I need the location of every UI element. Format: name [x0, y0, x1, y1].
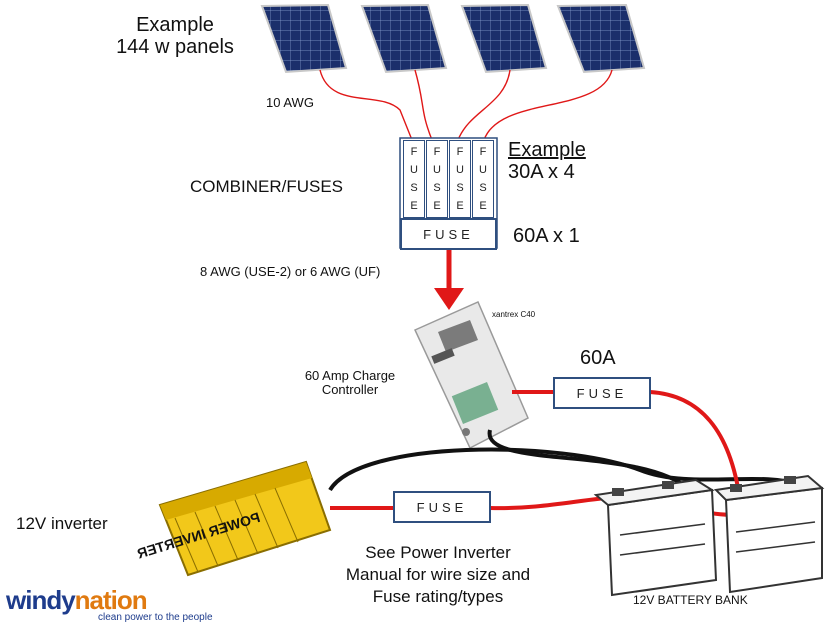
- example-fuse-label: Example 30A x 4: [508, 139, 586, 183]
- fuse-letter: U: [433, 164, 441, 176]
- fuse-letter: S: [456, 182, 464, 194]
- fuse-letter: E: [456, 200, 464, 212]
- combiner-label: COMBINER/FUSES: [190, 177, 344, 196]
- fuse-letter: E: [410, 200, 418, 212]
- battery-2: [713, 474, 825, 594]
- inverter-fuse: FUSE: [393, 491, 491, 523]
- example-panels-label: Example 144 w panels: [110, 14, 240, 58]
- controller-brand-label: xantrex C40: [492, 310, 536, 319]
- fuse-60a-x1-label: 60A x 1: [513, 225, 580, 247]
- battery-1: [593, 478, 718, 597]
- fuse-letter: E: [479, 200, 487, 212]
- negative-wires: [328, 429, 801, 492]
- wire-8awg-label: 8 AWG (USE-2) or 6 AWG (UF): [200, 264, 381, 279]
- example-fuse-line2: 30A x 4: [508, 161, 575, 183]
- solar-panel-1: [260, 3, 348, 74]
- combiner-fuse-1: F U S E: [403, 140, 425, 218]
- main-combiner-fuse: FUSE: [400, 218, 497, 250]
- fuse-letter: U: [410, 164, 418, 176]
- fuse-letter: U: [456, 164, 464, 176]
- charge-controller: [413, 301, 529, 450]
- fuse-letter: F: [410, 146, 418, 158]
- solar-panel-3: [460, 3, 548, 74]
- example-panels-line1: Example: [136, 14, 214, 36]
- fuse-letter: E: [433, 200, 441, 212]
- combiner-fuse-2: F U S E: [426, 140, 448, 218]
- wire-10awg-label: 10 AWG: [266, 95, 314, 110]
- solar-panel-2: [360, 3, 448, 74]
- fuse-letter: S: [479, 182, 487, 194]
- controller-label: 60 Amp Charge Controller: [290, 368, 410, 398]
- controller-battery-fuse: FUSE: [553, 377, 651, 409]
- fuse-letter: F: [479, 146, 487, 158]
- solar-panel-4: [556, 3, 646, 74]
- manual-line3: Fuse rating/types: [372, 587, 504, 607]
- manual-note: See Power Inverter Manual for wire size …: [318, 542, 558, 608]
- combiner-fuse-3: F U S E: [449, 140, 471, 218]
- inverter-label: 12V inverter: [16, 514, 108, 533]
- down-arrow-icon: [434, 288, 464, 310]
- controller-line1: 60 Amp Charge: [304, 368, 396, 383]
- example-fuse-line1: Example: [508, 139, 586, 161]
- controller-line2: Controller: [321, 382, 379, 398]
- panel-wires: [319, 69, 613, 141]
- fuse-letter: U: [479, 164, 487, 176]
- manual-line2: Manual for wire size and: [345, 565, 531, 585]
- fuse-60a-label: 60A: [580, 347, 616, 369]
- example-panels-line2: 144 w panels: [116, 36, 234, 58]
- fuse-letter: S: [433, 182, 441, 194]
- combiner-fuse-4: F U S E: [472, 140, 494, 218]
- power-inverter: POWER INVERTER: [135, 460, 332, 577]
- fuse-letter: F: [456, 146, 464, 158]
- windynation-logo: windynation clean power to the people: [6, 585, 213, 623]
- logo-part1: windy: [6, 585, 76, 615]
- fuse-letter: S: [410, 182, 418, 194]
- fuse-letter: F: [433, 146, 441, 158]
- manual-line1: See Power Inverter: [365, 543, 511, 562]
- logo-part2: nation: [74, 585, 148, 615]
- logo-tagline: clean power to the people: [98, 612, 213, 623]
- battery-bank-label: 12V BATTERY BANK: [633, 593, 748, 607]
